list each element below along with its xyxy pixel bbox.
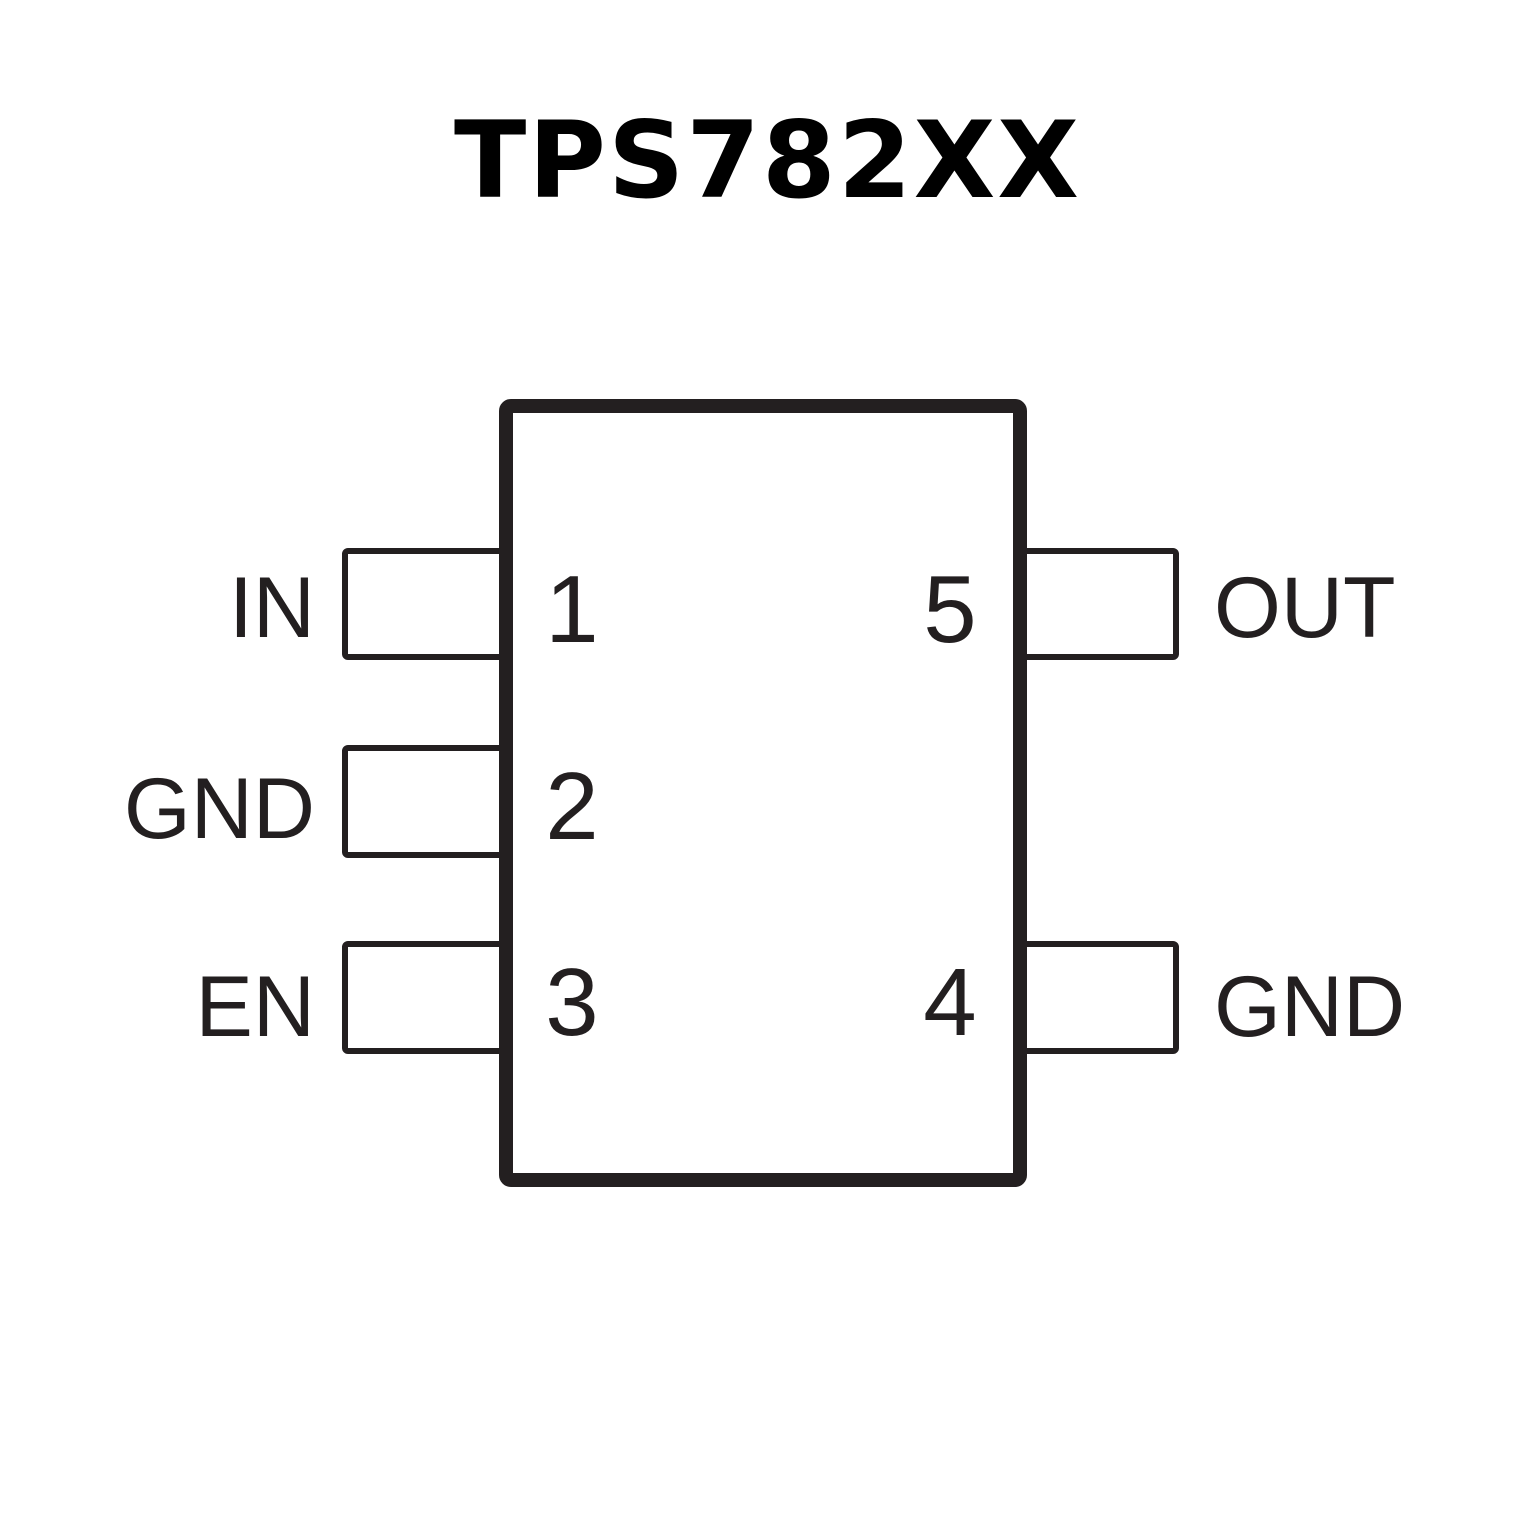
pin-3-lead: [342, 941, 506, 1054]
pin-name-in: IN: [229, 560, 315, 656]
package-body: [499, 399, 1027, 1187]
pin-number-3: 3: [545, 949, 599, 1056]
pin-number-1: 1: [545, 556, 599, 663]
pin-name-gnd-left: GND: [123, 761, 315, 857]
pin-4-lead: [1019, 941, 1179, 1054]
pin-1-lead: [342, 548, 506, 660]
pin-2-lead: [342, 745, 506, 858]
pin-number-5: 5: [923, 556, 977, 663]
pin-name-en: EN: [195, 959, 315, 1055]
pin-name-gnd-right: GND: [1214, 959, 1406, 1055]
pin-number-4: 4: [923, 949, 977, 1056]
pin-name-out: OUT: [1214, 560, 1396, 656]
part-number-title: TPS782XX: [453, 99, 1082, 222]
pin-5-lead: [1019, 548, 1179, 660]
pin-number-2: 2: [545, 753, 599, 860]
